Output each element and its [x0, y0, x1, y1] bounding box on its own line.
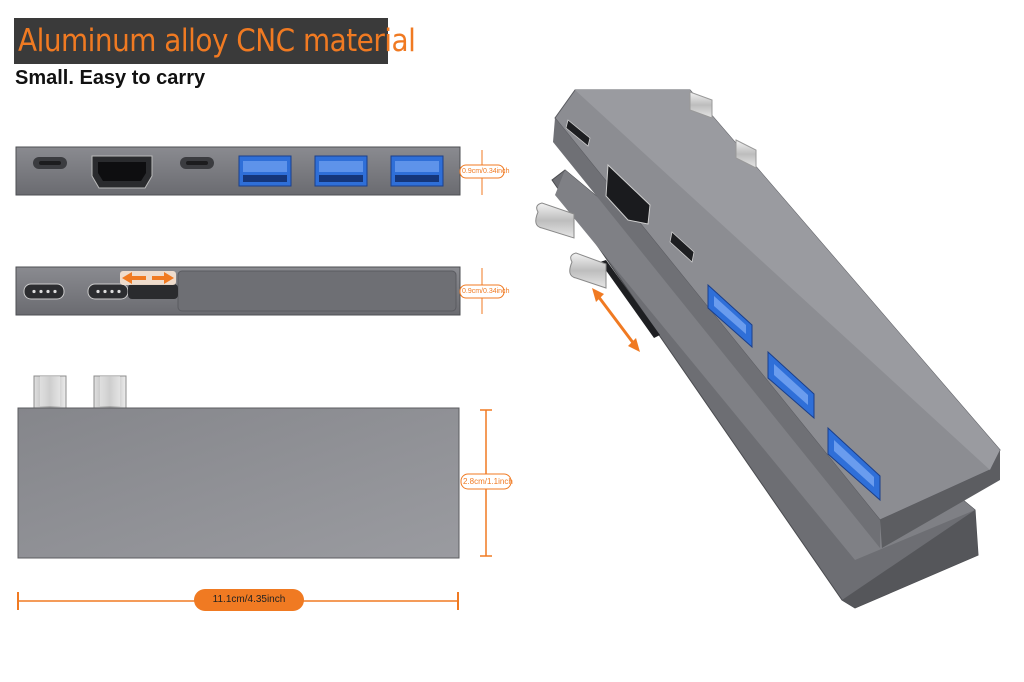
usb-c-plug-icon — [93, 375, 127, 411]
usb-a-port-icon — [238, 155, 292, 187]
hub-perspective-view — [535, 89, 1001, 609]
hdmi-port-icon — [605, 163, 651, 225]
usb-c-plug-icon — [33, 375, 67, 411]
insert-arrow-icon — [592, 288, 640, 352]
top-width-label: 2.8cm/1.1inch — [463, 477, 513, 486]
usb-a-port-icon — [707, 283, 753, 349]
hdmi-port-icon — [91, 155, 153, 189]
top-view — [17, 375, 512, 559]
usb-c-plug-icon — [535, 202, 575, 239]
usb-c-port-icon — [33, 157, 67, 169]
front-height-label: 0.9cm/0.34inch — [462, 168, 510, 175]
front-view — [15, 146, 505, 196]
length-label: 11.1cm/4.35inch — [194, 589, 304, 611]
usb-a-port-icon — [390, 155, 444, 187]
page-title: Aluminum alloy CNC material — [18, 23, 416, 59]
usb-c-port-icon — [180, 157, 214, 169]
usb-a-port-icon — [767, 350, 815, 420]
page-subtitle: Small. Easy to carry — [15, 67, 206, 89]
usb-c-plug-icon — [689, 91, 713, 119]
usb-c-port-icon — [565, 119, 591, 147]
usb-c-port-icon — [23, 283, 65, 300]
usb-c-port-icon — [87, 283, 129, 300]
title-banner — [14, 18, 388, 64]
usb-c-plug-icon — [569, 252, 607, 289]
usb-c-port-icon — [669, 231, 695, 263]
side-view — [15, 266, 505, 316]
side-height-label: 0.9cm/0.34inch — [462, 288, 510, 295]
slide-arrow-icon — [120, 271, 176, 285]
usb-c-plug-icon — [735, 139, 757, 169]
usb-a-port-icon — [314, 155, 368, 187]
usb-a-port-icon — [827, 426, 881, 502]
